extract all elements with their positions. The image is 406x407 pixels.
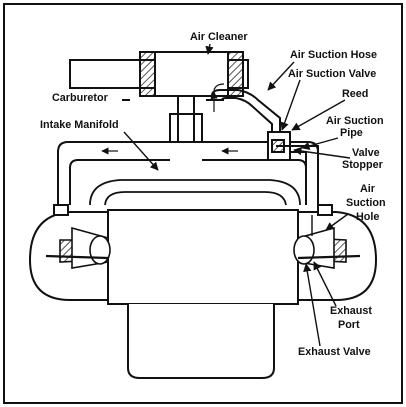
carburetor (122, 96, 202, 142)
leader-air-suction-valve (282, 80, 300, 130)
label-exhaust-port-line2: Port (338, 319, 360, 331)
label-exhaust-port-line1: Exhaust (330, 305, 372, 317)
label-air-suction-valve: Air Suction Valve (288, 68, 376, 80)
label-air-cleaner: Air Cleaner (190, 31, 248, 43)
label-air-suction-hole-line3: Hole (356, 211, 379, 223)
label-air-suction-hole-line2: Suction (346, 197, 386, 209)
label-air-suction-pipe-line1: Air Suction (326, 115, 384, 127)
label-intake-manifold: Intake Manifold (40, 119, 119, 131)
leader-intake-manifold (124, 132, 158, 170)
label-air-suction-pipe-line2: Pipe (340, 127, 363, 139)
label-valve-stopper-line1: Valve (352, 147, 380, 159)
label-exhaust-valve: Exhaust Valve (298, 346, 371, 358)
label-carburetor: Carburetor (52, 92, 109, 104)
label-valve-stopper-line2: Stopper (342, 159, 384, 171)
label-air-suction-hose: Air Suction Hose (290, 49, 377, 61)
label-reed: Reed (342, 88, 368, 100)
label-air-suction-hole-line1: Air (360, 183, 376, 195)
leader-valve-stopper (294, 150, 350, 158)
